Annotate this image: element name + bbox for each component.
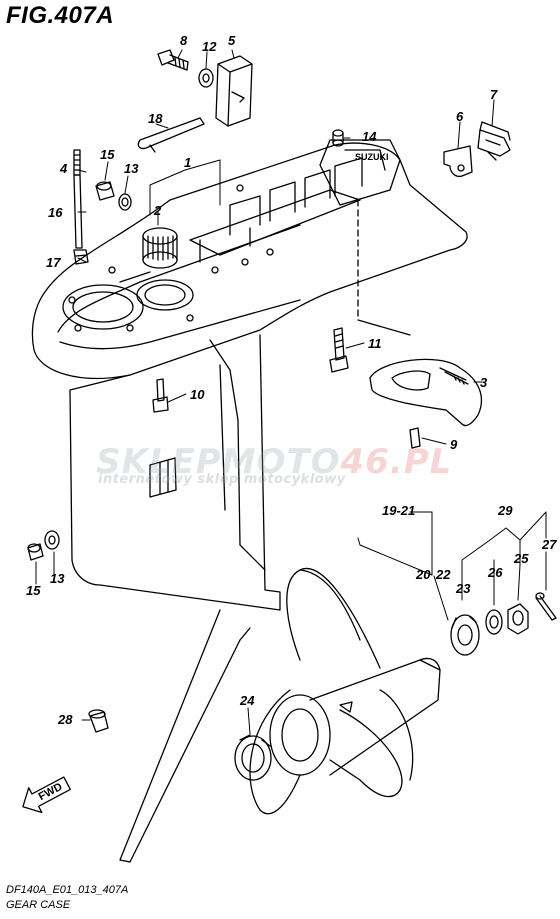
svg-text:SUZUKI: SUZUKI xyxy=(355,152,389,162)
propeller-part-19-21 xyxy=(249,567,441,815)
bearing-part-2 xyxy=(142,227,178,269)
washer-part-12 xyxy=(198,68,214,88)
watermark-brand-part1: SKLEPMOTO xyxy=(96,442,341,482)
callout-3: 3 xyxy=(480,375,488,390)
bolt-part-11 xyxy=(329,327,349,373)
callout-7: 7 xyxy=(490,87,498,102)
callout-12: 12 xyxy=(202,39,217,54)
fwd-arrow xyxy=(22,776,72,814)
nut-part-25 xyxy=(507,603,529,635)
callout-26: 26 xyxy=(488,565,503,580)
watermark-tagline: internetowy sklep motocyklowy xyxy=(98,472,346,487)
washer-part-26 xyxy=(485,609,503,635)
callout-16: 16 xyxy=(48,205,63,220)
callout-4: 4 xyxy=(60,161,68,176)
callout-17: 17 xyxy=(46,255,61,270)
callout-14: 14 xyxy=(362,129,377,144)
shift-rod-part-16 xyxy=(73,174,83,249)
callout-28: 28 xyxy=(58,712,73,727)
cotter-pin-part-27 xyxy=(535,592,557,621)
clip-part-18 xyxy=(137,117,205,153)
callout-13-bottom: 13 xyxy=(50,571,65,586)
callout-1: 1 xyxy=(184,155,192,170)
plug-part-15-bottom xyxy=(27,543,44,561)
gasket-part-13-bottom xyxy=(44,530,60,550)
callout-24: 24 xyxy=(240,693,255,708)
callout-15-top: 15 xyxy=(100,147,115,162)
fitting-part-17 xyxy=(73,249,89,265)
gear-case-housing: SUZUKI xyxy=(31,139,468,863)
watermark-brand-part2: 46.PL xyxy=(340,442,453,482)
thrust-ring-part-24 xyxy=(234,734,272,781)
callout-6: 6 xyxy=(456,109,464,124)
figure-caption: GEAR CASE xyxy=(6,899,71,911)
figure-title: FIG.407A xyxy=(6,2,115,29)
callout-29: 29 xyxy=(498,503,513,518)
bolt-part-8 xyxy=(157,49,189,71)
plug-part-15-top xyxy=(95,181,115,201)
callout-18: 18 xyxy=(148,111,163,126)
trim-tab-part-3 xyxy=(369,358,483,427)
callout-10: 10 xyxy=(190,387,205,402)
watermark-brand: SKLEPMOTO46.PL xyxy=(96,442,452,482)
leader-lines xyxy=(35,49,547,735)
bracket-part-6 xyxy=(443,145,473,178)
bracket-part-7 xyxy=(477,121,511,161)
bolt-part-9 xyxy=(409,427,421,449)
callout-27: 27 xyxy=(542,537,557,552)
spacer-part-22 xyxy=(450,614,480,656)
anode-part-5 xyxy=(215,55,253,127)
dowel-pin-part-14 xyxy=(332,129,344,147)
callout-25: 25 xyxy=(514,551,529,566)
stud-part-4 xyxy=(73,149,81,176)
callout-8: 8 xyxy=(180,33,188,48)
plug-part-28 xyxy=(88,709,109,733)
callout-15-bottom: 15 xyxy=(26,583,41,598)
callout-2: 2 xyxy=(154,203,162,218)
bolt-part-10 xyxy=(152,378,169,413)
callout-9: 9 xyxy=(450,437,458,452)
callout-5: 5 xyxy=(228,33,236,48)
callout-11: 11 xyxy=(368,336,382,351)
callout-13-top: 13 xyxy=(124,161,139,176)
callout-22: 22 xyxy=(436,567,451,582)
callout-20: 20 xyxy=(416,567,431,582)
callout-23: 23 xyxy=(456,581,471,596)
gasket-part-13-top xyxy=(118,193,132,211)
callout-19-21: 19-21 xyxy=(382,503,416,518)
figure-code: DF140A_E01_013_407A xyxy=(6,884,129,896)
